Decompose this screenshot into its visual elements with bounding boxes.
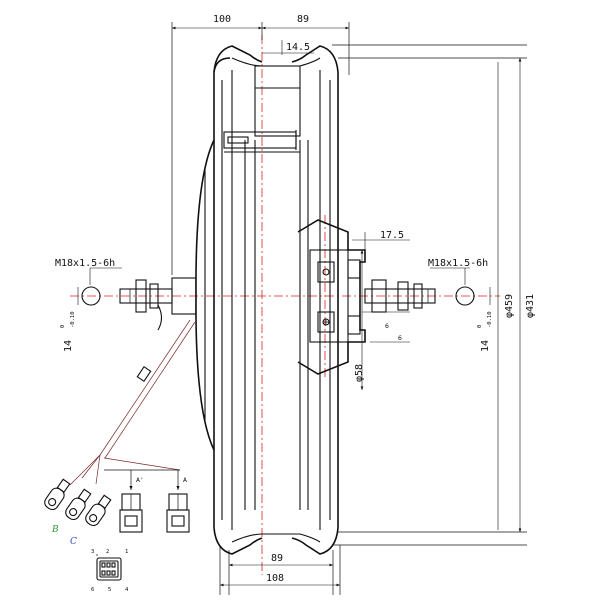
cable [69,319,196,486]
ring-terminals [44,478,112,527]
flat-tol-upper-left: 0 [60,325,66,328]
dim-left-width: 100 [213,14,231,25]
bolt-section [223,130,300,153]
wire-label-c: C [70,537,77,547]
connector-pinout [96,554,122,581]
view-label-a: A [183,476,187,484]
thread-spec-left: M18x1.5-6h [55,258,115,269]
pin-6: 6 [91,587,94,593]
pin-3: 3 [91,549,94,555]
flat-size-left: 14 [63,340,74,352]
dim-bearing-diameter: φ58 [354,364,365,382]
flat-tol-lower-left: -0.10 [70,311,76,328]
hall-connectors [119,470,190,533]
tire-profile [195,45,339,555]
dim-rim-width: 89 [271,553,283,564]
pin-4: 4 [125,587,129,593]
flat-size-right: 14 [480,340,491,352]
dim-small-b: 6 [398,334,402,342]
wire-label-b: B [51,525,59,535]
dim-rim-offset: 14.5 [286,42,310,53]
pin-1: 1 [125,549,128,555]
dim-overall-width: 108 [266,573,284,584]
flat-tol-upper-right: 0 [477,325,483,328]
dim-outer-diameter: φ459 [504,294,515,318]
flat-tol-lower-right: -0.10 [487,311,493,328]
dim-rim-diameter: φ431 [525,294,536,318]
hub-dimensions [352,232,410,390]
axle-shaft [77,267,491,331]
bottom-dimensions [220,563,340,587]
top-dimensions [172,26,349,55]
dim-right-width: 89 [297,14,309,25]
hub-section [297,219,366,375]
pin-5: 5 [108,587,111,593]
diameter-dimensions [497,58,522,532]
thread-spec-right: M18x1.5-6h [428,258,488,269]
dim-small-a: 6 [385,322,389,330]
extension-lines [171,22,527,595]
view-label-a-prime: A' [136,476,144,484]
dim-hub-step: 17.5 [380,230,404,241]
pin-2: 2 [106,549,109,555]
